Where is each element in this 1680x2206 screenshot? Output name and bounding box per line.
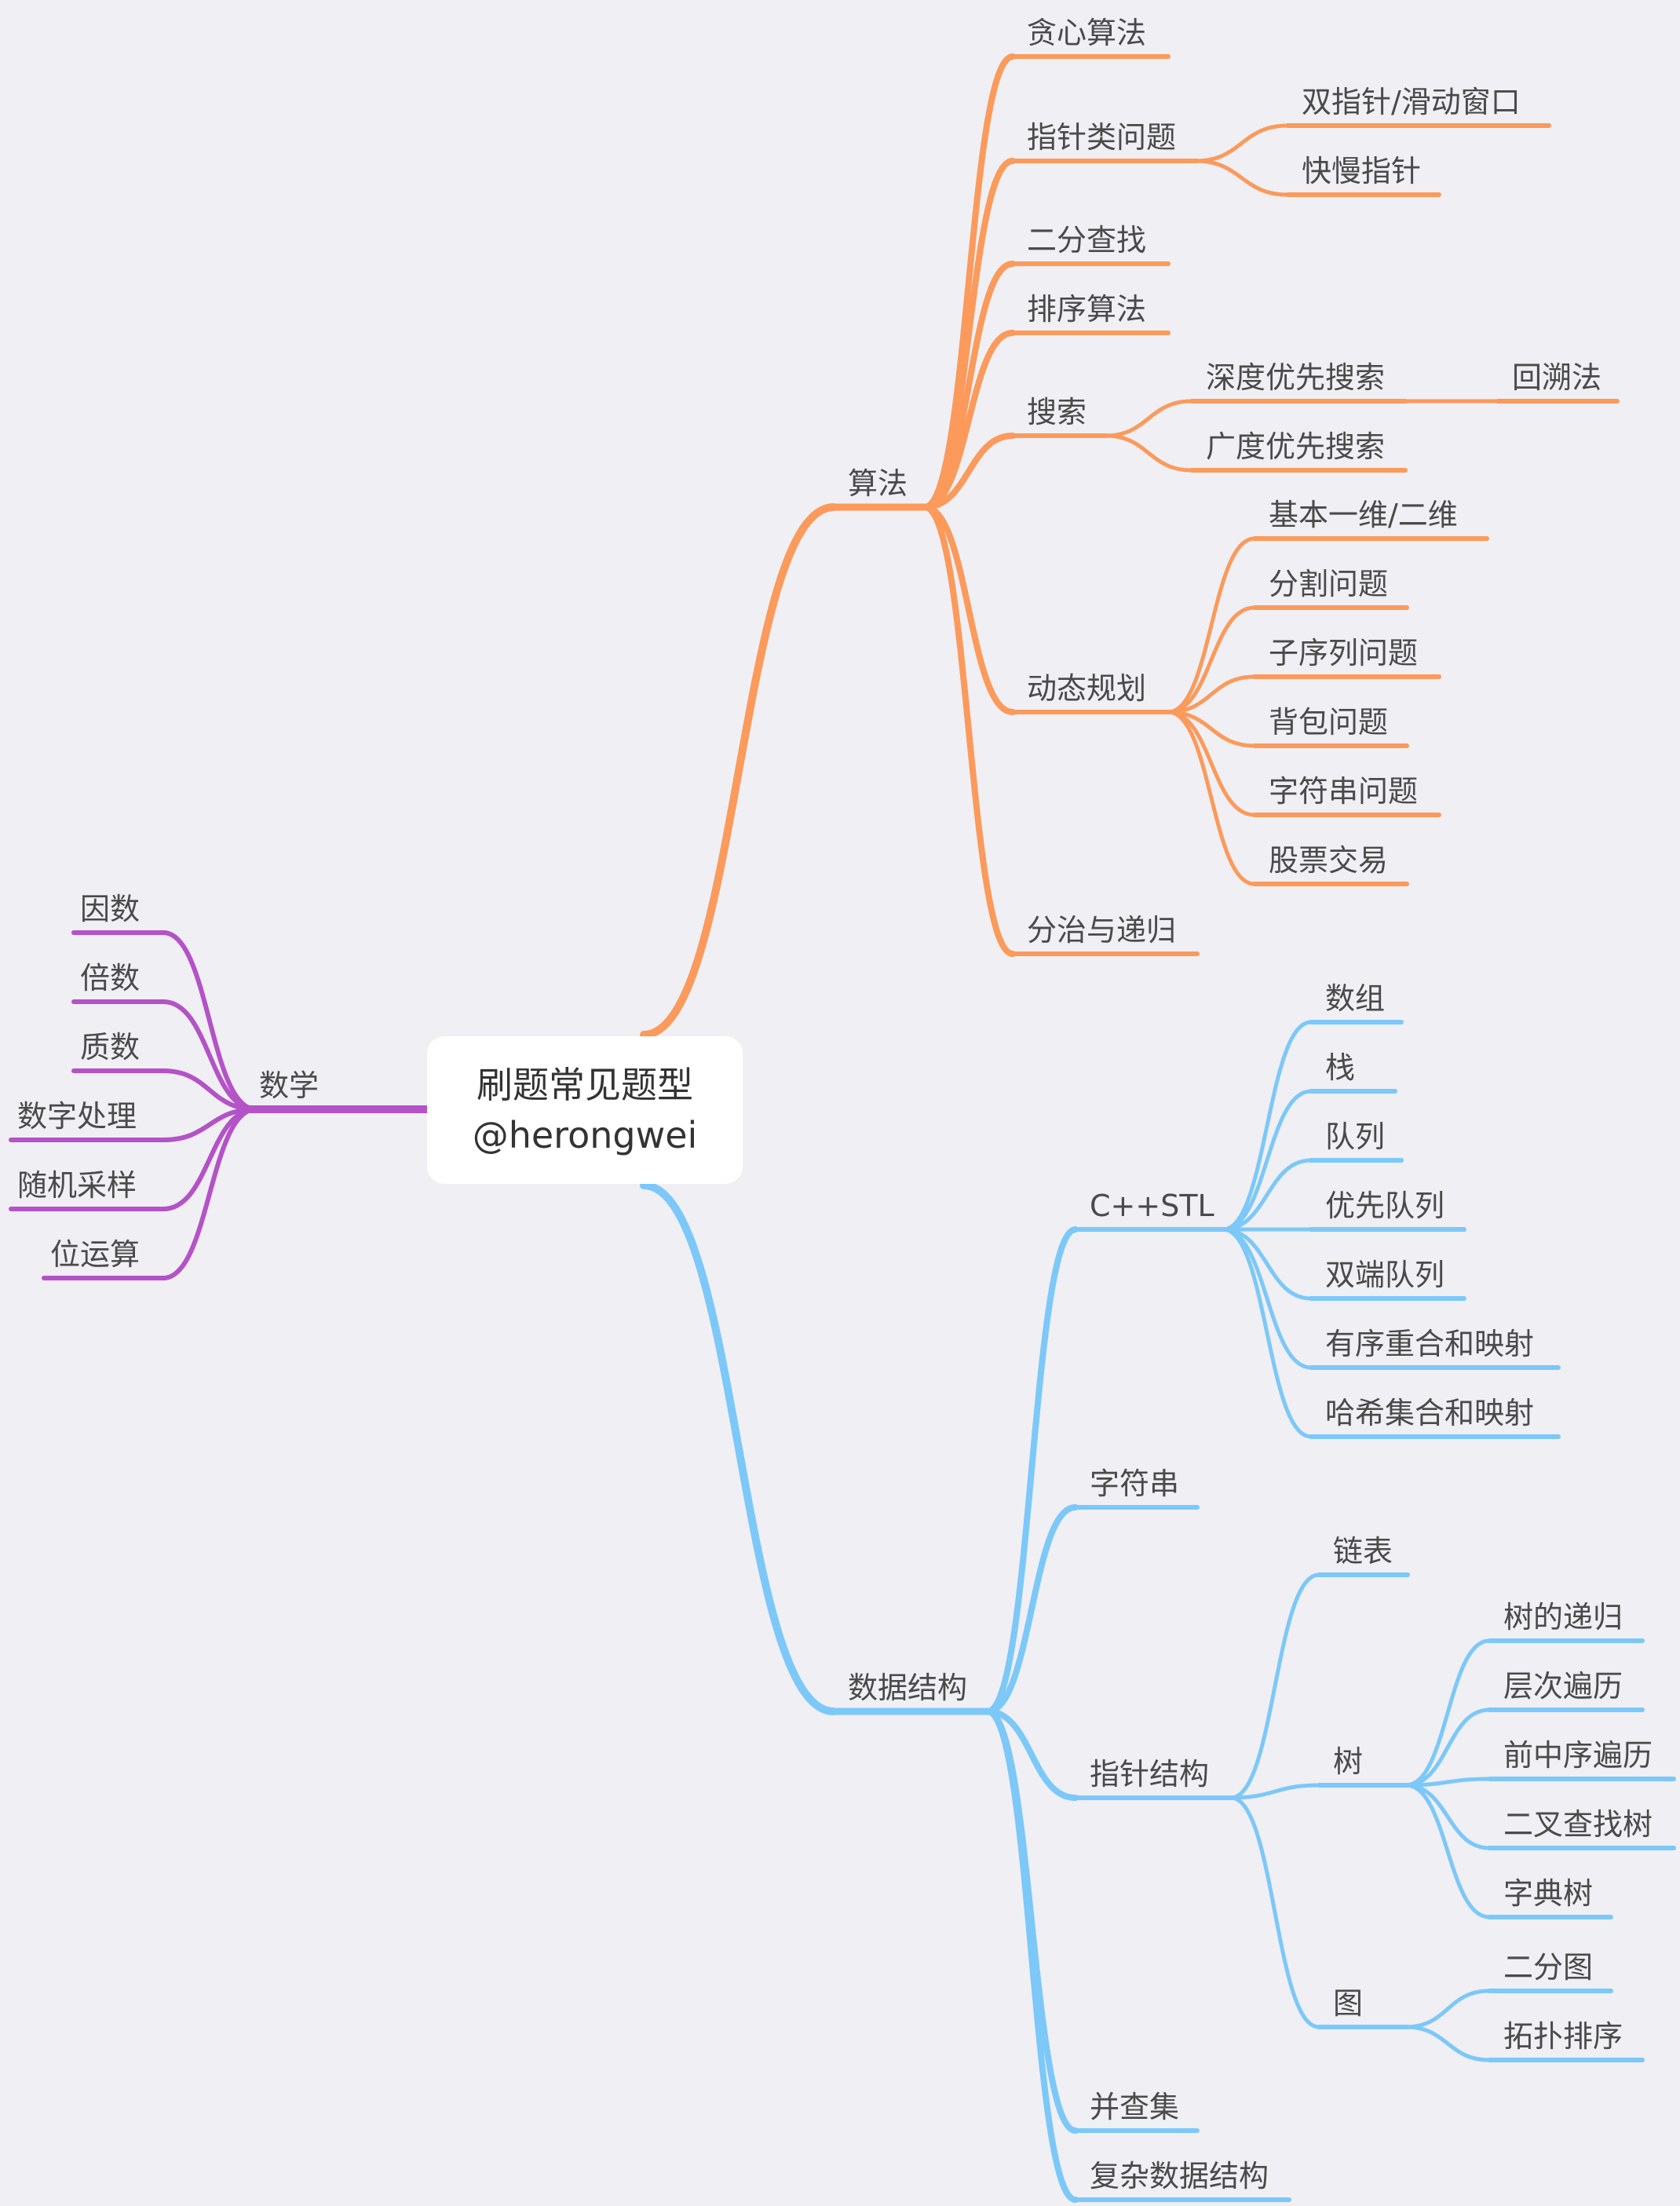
node-algorithm-children-5-children-4[interactable]: 字符串问题 bbox=[1269, 774, 1419, 809]
connector-line bbox=[1166, 674, 1257, 714]
connector-line bbox=[984, 1708, 1079, 2134]
connector-line bbox=[1404, 1707, 1492, 1788]
node-data_structures-children-2-children-2-children-0[interactable]: 二分图 bbox=[1503, 1950, 1594, 1985]
node-math-children-3[interactable]: 数字处理 bbox=[17, 1099, 137, 1134]
connector-line bbox=[1221, 1158, 1313, 1232]
connector-line bbox=[922, 433, 1016, 510]
node-data_structures-children-4[interactable]: 复杂数据结构 bbox=[1090, 2159, 1269, 2193]
connector-line bbox=[161, 999, 258, 1112]
connector-line bbox=[1166, 710, 1257, 886]
node-algorithm-children-4-children-0[interactable]: 深度优先搜索 bbox=[1206, 360, 1386, 395]
node-algorithm-children-1-children-1[interactable]: 快慢指针 bbox=[1302, 154, 1422, 188]
node-data_structures-children-2-children-1-children-3[interactable]: 二叉查找树 bbox=[1503, 1807, 1653, 1842]
node-data_structures-children-2-children-2-children-1[interactable]: 拓扑排序 bbox=[1503, 2019, 1623, 2054]
connector-line bbox=[922, 504, 1016, 957]
node-data_structures-children-0-children-0[interactable]: 数组 bbox=[1325, 981, 1386, 1016]
connector-line bbox=[1221, 1020, 1313, 1232]
connector-line bbox=[1103, 433, 1194, 473]
node-math[interactable]: 数学 bbox=[259, 1068, 320, 1103]
connector-line bbox=[1193, 123, 1290, 163]
node-data_structures-children-2-children-1-children-0[interactable]: 树的递归 bbox=[1503, 1600, 1623, 1634]
node-data_structures-children-2-children-1[interactable]: 树 bbox=[1333, 1744, 1364, 1779]
node-data_structures-children-2-children-2[interactable]: 图 bbox=[1333, 1986, 1364, 2021]
node-algorithm-children-1-children-0[interactable]: 双指针/滑动窗口 bbox=[1302, 85, 1521, 119]
connector-line bbox=[1103, 399, 1194, 438]
connector-line bbox=[984, 1504, 1079, 1715]
node-data_structures-children-0-children-3[interactable]: 优先队列 bbox=[1325, 1189, 1445, 1223]
root-node[interactable]: 刷题常见题型 @herongwei bbox=[427, 1036, 743, 1184]
connector-line bbox=[1221, 1227, 1313, 1370]
connector-line bbox=[1166, 710, 1257, 748]
connector-line bbox=[1221, 1089, 1313, 1232]
connector-line bbox=[922, 504, 1016, 715]
node-algorithm-children-0[interactable]: 贪心算法 bbox=[1027, 16, 1147, 50]
node-algorithm-children-5[interactable]: 动态规划 bbox=[1027, 671, 1147, 706]
node-math-children-2[interactable]: 质数 bbox=[80, 1030, 141, 1065]
node-data_structures-children-2-children-1-children-1[interactable]: 层次遍历 bbox=[1503, 1669, 1623, 1704]
node-algorithm-children-1[interactable]: 指针类问题 bbox=[1027, 120, 1177, 155]
node-algorithm-children-4-children-0-children-0[interactable]: 回溯法 bbox=[1512, 360, 1602, 395]
node-algorithm-children-4-children-1[interactable]: 广度优先搜索 bbox=[1206, 429, 1386, 464]
connector-line bbox=[640, 1182, 838, 1715]
node-data_structures-children-0-children-4[interactable]: 双端队列 bbox=[1325, 1258, 1445, 1292]
node-algorithm-children-5-children-3[interactable]: 背包问题 bbox=[1269, 705, 1389, 740]
connector-line bbox=[984, 1708, 1079, 1801]
node-data_structures-children-0-children-2[interactable]: 队列 bbox=[1325, 1119, 1386, 1154]
connector-line bbox=[1221, 1227, 1313, 1439]
node-data_structures-children-3[interactable]: 并查集 bbox=[1090, 2090, 1180, 2124]
node-math-children-0[interactable]: 因数 bbox=[80, 892, 141, 926]
node-data_structures[interactable]: 数据结构 bbox=[848, 1671, 968, 1705]
node-data_structures-children-0[interactable]: C++STL bbox=[1090, 1189, 1214, 1223]
connector-line bbox=[1166, 710, 1257, 817]
connector-line bbox=[1229, 1783, 1321, 1800]
connector-line bbox=[922, 330, 1016, 510]
connector-line bbox=[1404, 1989, 1492, 2029]
node-data_structures-children-0-children-6[interactable]: 哈希集合和映射 bbox=[1325, 1396, 1535, 1430]
connector-line bbox=[1404, 1777, 1492, 1788]
root-subtitle: @herongwei bbox=[472, 1114, 698, 1156]
connector-line bbox=[1221, 1227, 1313, 1301]
node-algorithm[interactable]: 算法 bbox=[848, 466, 908, 501]
node-data_structures-children-2-children-1-children-2[interactable]: 前中序遍历 bbox=[1503, 1738, 1653, 1773]
node-data_structures-children-0-children-1[interactable]: 栈 bbox=[1325, 1050, 1356, 1085]
node-algorithm-children-5-children-2[interactable]: 子序列问题 bbox=[1269, 636, 1419, 670]
node-algorithm-children-5-children-0[interactable]: 基本一维/二维 bbox=[1269, 498, 1458, 532]
connector-line bbox=[984, 1708, 1079, 2203]
node-algorithm-children-5-children-1[interactable]: 分割问题 bbox=[1269, 567, 1389, 601]
connector-line bbox=[161, 1107, 258, 1280]
node-math-children-4[interactable]: 随机采样 bbox=[17, 1168, 137, 1203]
connector-line bbox=[1404, 1783, 1492, 1850]
connector-line bbox=[1166, 605, 1257, 714]
connector-line bbox=[1193, 159, 1290, 197]
connector-line bbox=[640, 503, 838, 1039]
root-title: 刷题常见题型 bbox=[477, 1064, 693, 1106]
node-algorithm-children-5-children-5[interactable]: 股票交易 bbox=[1269, 843, 1389, 878]
node-algorithm-children-6[interactable]: 分治与递归 bbox=[1027, 913, 1177, 948]
connector-line bbox=[922, 158, 1016, 510]
connector-line bbox=[1229, 1572, 1321, 1800]
connector-line bbox=[1229, 1795, 1321, 2029]
node-algorithm-children-3[interactable]: 排序算法 bbox=[1027, 292, 1147, 327]
connector-line bbox=[1404, 1638, 1492, 1788]
connector-line bbox=[984, 1226, 1079, 1715]
node-data_structures-children-2[interactable]: 指针结构 bbox=[1090, 1757, 1210, 1791]
connector-line bbox=[1166, 536, 1257, 714]
node-algorithm-children-4[interactable]: 搜索 bbox=[1027, 395, 1087, 429]
node-algorithm-children-2[interactable]: 二分查找 bbox=[1027, 223, 1147, 257]
node-data_structures-children-2-children-1-children-4[interactable]: 字典树 bbox=[1503, 1876, 1594, 1911]
node-math-children-5[interactable]: 位运算 bbox=[50, 1237, 141, 1272]
node-data_structures-children-1[interactable]: 字符串 bbox=[1090, 1466, 1180, 1501]
node-data_structures-children-0-children-5[interactable]: 有序重合和映射 bbox=[1325, 1327, 1535, 1361]
connector-line bbox=[1404, 1783, 1492, 1919]
node-math-children-1[interactable]: 倍数 bbox=[80, 961, 141, 995]
connector-line bbox=[1404, 2025, 1492, 2062]
connector-line bbox=[161, 930, 258, 1112]
node-data_structures-children-2-children-0[interactable]: 链表 bbox=[1333, 1534, 1393, 1569]
